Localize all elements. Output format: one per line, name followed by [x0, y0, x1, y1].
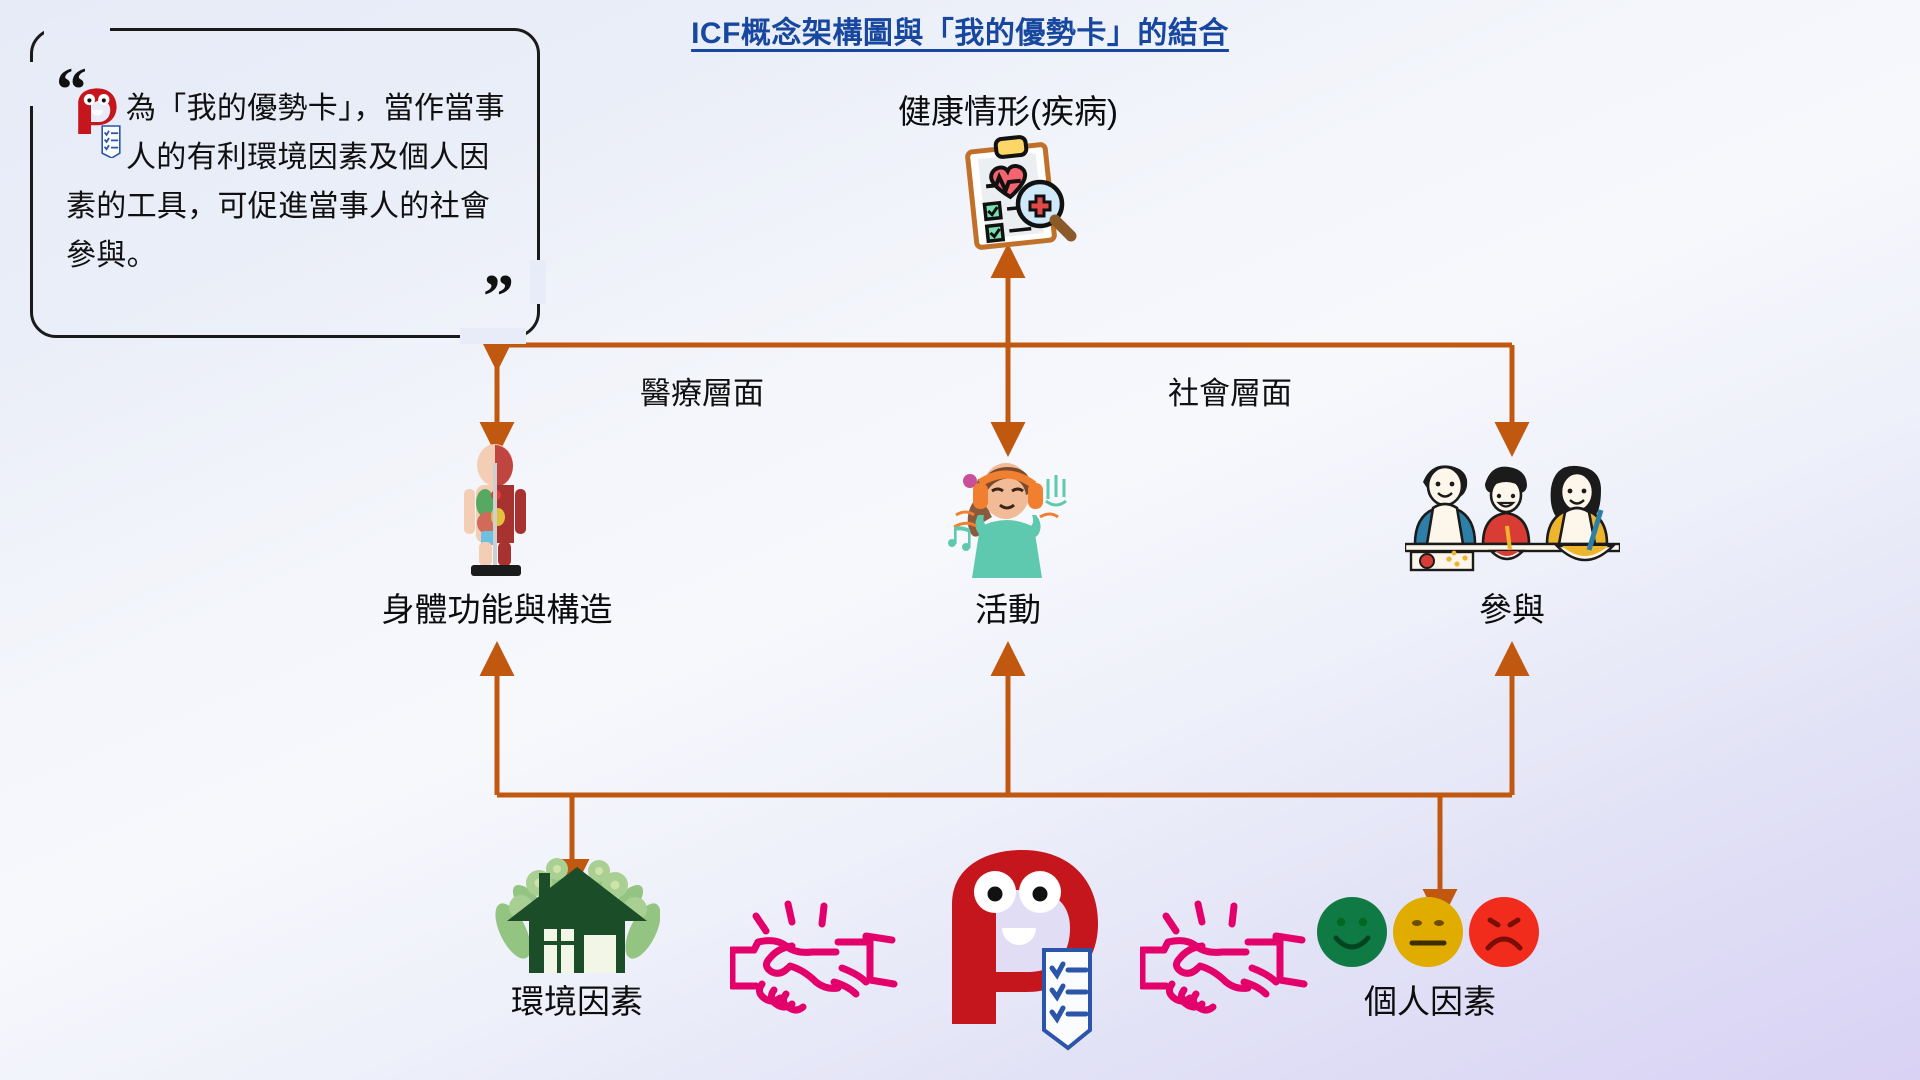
handshake-left-icon [728, 890, 905, 1025]
level-label-medical: 醫療層面 [640, 376, 764, 411]
quote-text: 為「我的優勢卡」，當作當事人的有利環境因素及個人因素的工具，可促進當事人的社會參… [66, 92, 505, 272]
node-label-participation: 參與 [1479, 591, 1545, 628]
frame-notch-left [24, 62, 40, 106]
sad-face [1469, 897, 1539, 967]
quote-close-mark: ” [483, 262, 514, 331]
green-house-plants-icon [495, 845, 661, 975]
neutral-face [1393, 897, 1463, 967]
frame-notch-top-left [44, 22, 110, 38]
level-label-social: 社會層面 [1168, 376, 1292, 411]
node-label-body-functions: 身體功能與構造 [381, 591, 613, 628]
quote-frame [30, 28, 540, 338]
health-clipboard-icon [958, 132, 1078, 252]
strength-card-mascot-icon [66, 86, 124, 159]
happy-face [1317, 897, 1387, 967]
quote-callout: “ ” [24, 22, 546, 344]
node-label-activity: 活動 [975, 591, 1041, 628]
listening-music-person-icon [940, 443, 1075, 578]
quote-text-block: 為「我的優勢卡」，當作當事人的有利環境因素及個人因素的工具，可促進當事人的社會參… [66, 84, 506, 280]
emoji-faces-icon [1316, 896, 1540, 968]
family-cooking-icon [1403, 448, 1622, 573]
node-label-environment-factors: 環境因素 [511, 983, 643, 1020]
anatomy-model-icon [443, 443, 553, 578]
handshake-right-icon [1138, 890, 1315, 1025]
page-title: ICF概念架構圖與「我的優勢卡」的結合 [691, 17, 1229, 50]
node-label-personal-factors: 個人因素 [1364, 983, 1496, 1020]
node-label-health-condition: 健康情形(疾病) [898, 93, 1118, 130]
strength-card-mascot-large-icon [922, 842, 1117, 1057]
frame-notch-bottom-right [460, 328, 526, 344]
frame-notch-right [530, 260, 546, 304]
